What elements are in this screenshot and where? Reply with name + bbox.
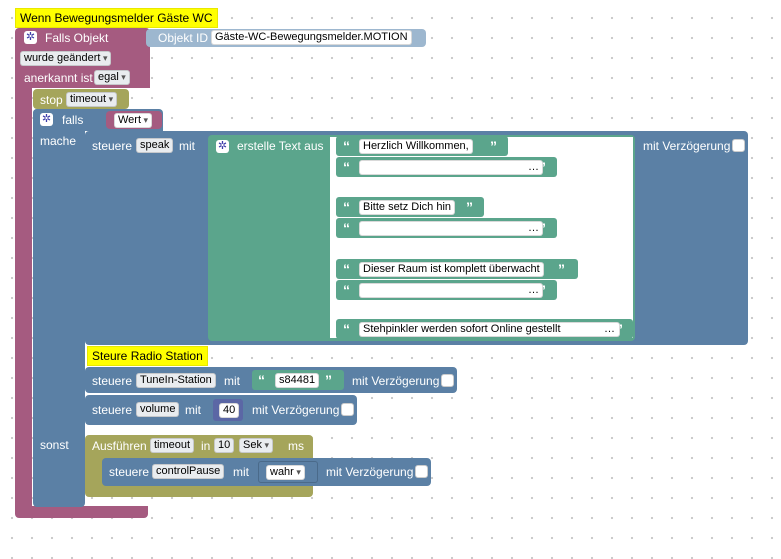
text-field-1[interactable]: Herzlich Willkommen, [359, 139, 473, 154]
tunein-value-field[interactable]: s84481 [275, 373, 320, 388]
tunein-steuere-label: steuere [92, 374, 133, 388]
event-block-body-bar [15, 88, 32, 508]
quote-close-icon: ” [539, 159, 546, 175]
stop-label: stop [40, 93, 63, 107]
gear-icon[interactable]: ✲ [24, 31, 37, 44]
gear-icon[interactable]: ✲ [40, 113, 53, 126]
pause-steuere-label: steuere [109, 465, 150, 479]
speak-mit-label: mit [179, 139, 195, 153]
timeout-name-field[interactable]: timeout [150, 438, 195, 453]
anerkannt-ist-label: anerkannt ist [24, 71, 93, 85]
pause-delay-label: mit Verzögerung [326, 465, 414, 479]
quote-close-icon: ” [616, 321, 623, 337]
pause-device-field[interactable]: controlPause [152, 464, 225, 479]
volume-delay-checkbox[interactable] [341, 403, 354, 416]
volume-value-field[interactable]: 40 [219, 403, 240, 418]
tunein-device-field[interactable]: TuneIn-Station [136, 373, 216, 388]
text-join-label: erstelle Text aus [237, 139, 324, 153]
gear-icon[interactable]: ✲ [216, 140, 229, 153]
text-field-7[interactable]: Stehpinkler werden sofort Online gestell… [359, 322, 620, 337]
quote-close-icon: ” [558, 261, 565, 277]
volume-delay-label: mit Verzögerung [252, 403, 340, 417]
text-field-7-ellipsis: … [604, 323, 615, 335]
quote-close-icon: ” [539, 282, 546, 298]
objekt-id-label: Objekt ID [158, 31, 209, 45]
anerkannt-dropdown[interactable]: egal [94, 70, 130, 85]
timeout-value-field[interactable]: 10 [214, 438, 235, 453]
timeout-label: Ausführen [92, 439, 147, 453]
pause-delay-checkbox[interactable] [415, 465, 428, 478]
quote-close-icon: ” [539, 220, 546, 236]
quote-open-icon: “ [343, 282, 350, 298]
stop-timeout-dropdown[interactable]: timeout [66, 92, 118, 107]
quote-close-icon: ” [325, 372, 332, 388]
quote-open-icon: “ [343, 220, 350, 236]
speak-delay-checkbox[interactable] [732, 139, 745, 152]
comment-radio[interactable]: Steure Radio Station [87, 346, 208, 366]
timeout-in-label: in [201, 439, 211, 453]
volume-steuere-label: steuere [92, 403, 133, 417]
timeout-ms-label: ms [288, 439, 304, 453]
speak-steuere-label: steuere [92, 139, 133, 153]
text-field-2[interactable]: … [359, 160, 543, 175]
objekt-id-field[interactable]: Gäste-WC-Bewegungsmelder.MOTION [211, 30, 412, 45]
volume-mit-label: mit [185, 403, 201, 417]
wert-dropdown[interactable]: Wert [114, 113, 153, 128]
quote-open-icon: “ [343, 138, 350, 154]
volume-device-field[interactable]: volume [136, 402, 180, 417]
wurde-geaendert-dropdown[interactable]: wurde geändert [20, 51, 112, 66]
falls-label: falls [62, 113, 84, 127]
speak-delay-label: mit Verzögerung [643, 139, 731, 153]
if-block[interactable] [33, 109, 85, 507]
event-block-bottom [15, 506, 148, 518]
falls-objekt-label: Falls Objekt [45, 31, 109, 45]
timeout-unit-dropdown[interactable]: Sek [239, 438, 273, 453]
text-field-7-value: Stehpinkler werden sofort Online gestell… [363, 323, 561, 335]
quote-close-icon: ” [490, 138, 497, 154]
tunein-mit-label: mit [224, 374, 240, 388]
pause-value-dropdown[interactable]: wahr [266, 465, 305, 480]
comment-top[interactable]: Wenn Bewegungsmelder Gäste WC [15, 8, 218, 28]
text-field-3[interactable]: Bitte setz Dich hin [359, 200, 456, 215]
quote-open-icon: “ [343, 261, 350, 277]
tunein-delay-checkbox[interactable] [441, 374, 454, 387]
quote-close-icon: ” [466, 199, 473, 215]
text-field-4[interactable]: … [359, 221, 543, 236]
text-field-5[interactable]: Dieser Raum ist komplett überwacht [359, 262, 544, 277]
quote-open-icon: “ [343, 199, 350, 215]
quote-open-icon: “ [343, 159, 350, 175]
sonst-label: sonst [40, 438, 69, 452]
quote-open-icon: “ [343, 321, 350, 337]
quote-open-icon: “ [258, 372, 265, 388]
speak-device-field[interactable]: speak [136, 138, 174, 153]
mache-label: mache [40, 134, 77, 148]
tunein-delay-label: mit Verzögerung [352, 374, 440, 388]
text-field-6[interactable]: … [359, 283, 543, 298]
pause-mit-label: mit [233, 465, 249, 479]
